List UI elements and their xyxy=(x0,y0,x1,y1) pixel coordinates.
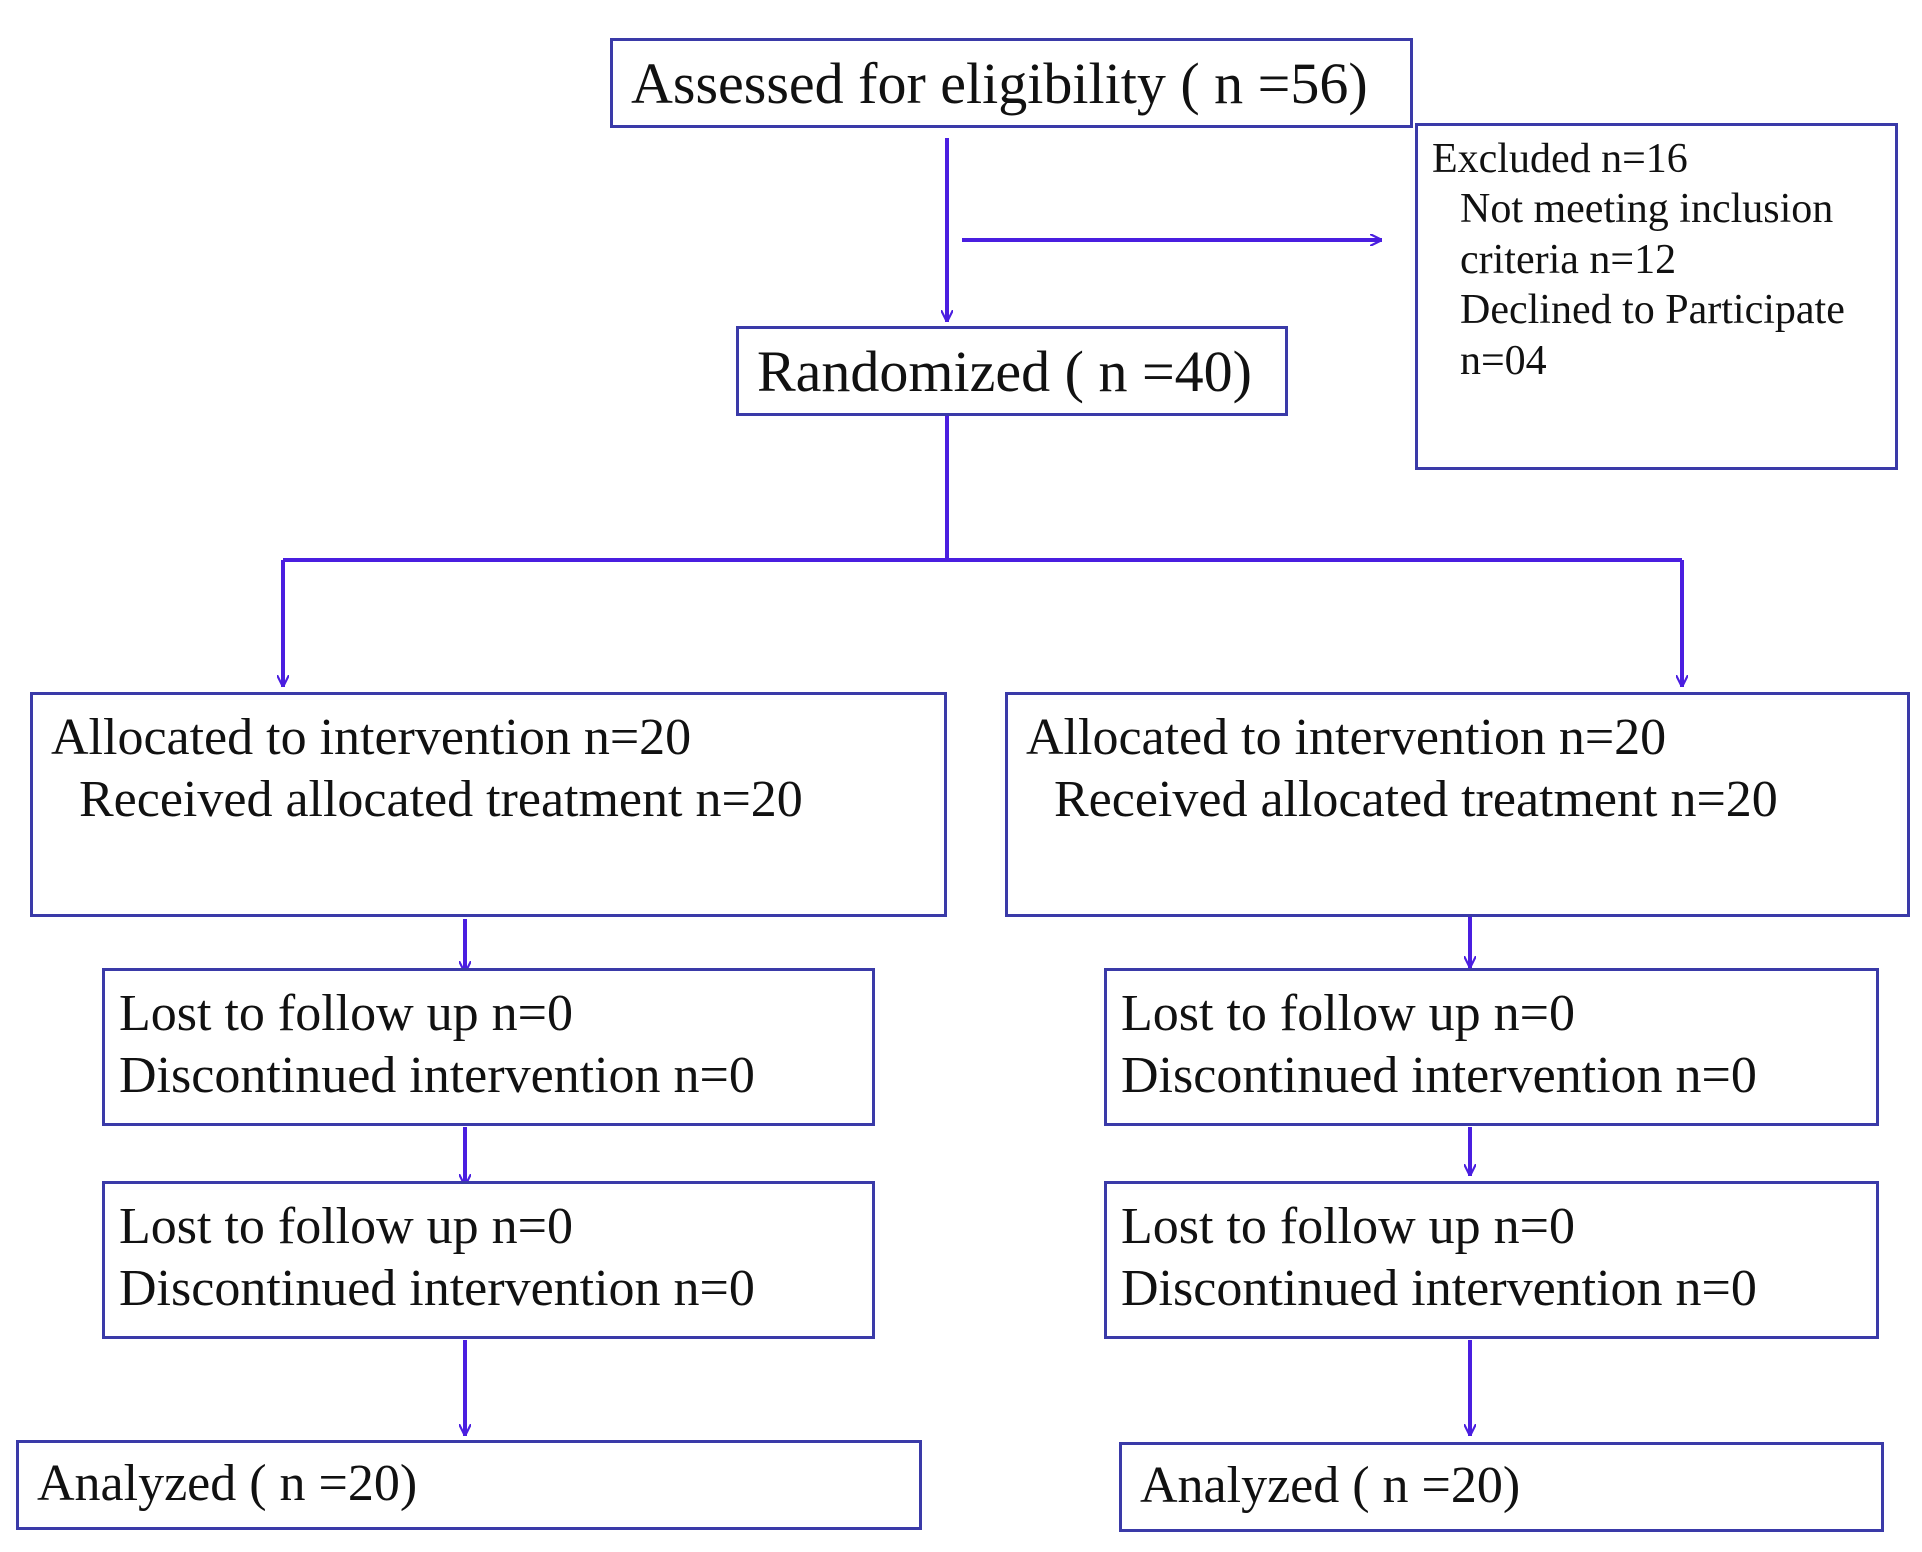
right-followup2-box: Lost to follow up n=0 Discontinued inter… xyxy=(1104,1181,1879,1339)
excluded-title: Excluded n=16 xyxy=(1432,136,1688,182)
right-received-label: Received allocated treatment n=20 xyxy=(1054,771,1778,829)
left-received-label: Received allocated treatment n=20 xyxy=(79,771,803,829)
left-followup2-box: Lost to follow up n=0 Discontinued inter… xyxy=(102,1181,875,1339)
excluded-reason: Not meeting inclusion xyxy=(1460,186,1834,233)
left-followup2-discontinued: Discontinued intervention n=0 xyxy=(119,1260,755,1318)
randomized-box: Randomized ( n =40) xyxy=(736,326,1288,416)
right-followup1-discontinued: Discontinued intervention n=0 xyxy=(1121,1047,1757,1105)
right-allocation-box: Allocated to intervention n=20 Received … xyxy=(1005,692,1910,917)
right-followup2-discontinued: Discontinued intervention n=0 xyxy=(1121,1260,1757,1318)
excluded-box: Excluded n=16 Not meeting inclusion crit… xyxy=(1415,123,1898,470)
assessed-label: Assessed for eligibility ( n =56) xyxy=(631,51,1368,116)
excluded-reason: n=04 xyxy=(1460,337,1547,384)
excluded-reason: criteria n=12 xyxy=(1460,236,1677,283)
left-followup1-lost: Lost to follow up n=0 xyxy=(119,985,573,1042)
right-analyzed-box: Analyzed ( n =20) xyxy=(1119,1442,1884,1532)
left-followup1-box: Lost to follow up n=0 Discontinued inter… xyxy=(102,968,875,1126)
left-allocated-label: Allocated to intervention n=20 xyxy=(51,709,692,766)
left-followup2-lost: Lost to follow up n=0 xyxy=(119,1198,573,1255)
randomized-label: Randomized ( n =40) xyxy=(757,339,1252,404)
assessed-box: Assessed for eligibility ( n =56) xyxy=(610,38,1413,128)
right-followup1-box: Lost to follow up n=0 Discontinued inter… xyxy=(1104,968,1879,1126)
right-analyzed-label: Analyzed ( n =20) xyxy=(1140,1457,1521,1514)
excluded-reason: Declined to Participate xyxy=(1460,287,1845,334)
right-allocated-label: Allocated to intervention n=20 xyxy=(1026,709,1667,766)
left-followup1-discontinued: Discontinued intervention n=0 xyxy=(119,1047,755,1105)
left-analyzed-label: Analyzed ( n =20) xyxy=(37,1455,418,1512)
left-allocation-box: Allocated to intervention n=20 Received … xyxy=(30,692,947,917)
left-analyzed-box: Analyzed ( n =20) xyxy=(16,1440,922,1530)
right-followup1-lost: Lost to follow up n=0 xyxy=(1121,985,1575,1042)
right-followup2-lost: Lost to follow up n=0 xyxy=(1121,1198,1575,1255)
